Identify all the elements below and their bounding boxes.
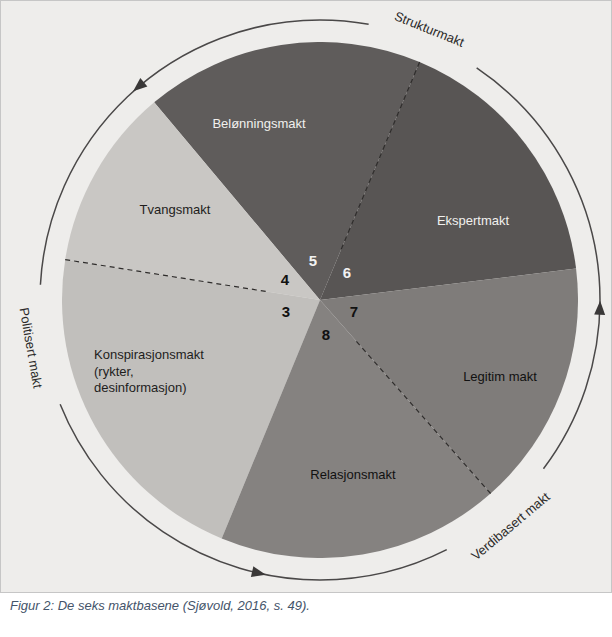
figure-caption: Figur 2: De seks maktbasene (Sjøvold, 20… (10, 598, 310, 615)
label-holder: 5 (309, 251, 317, 271)
callout-number: 3 (282, 302, 290, 322)
sector-fill (222, 300, 491, 558)
label-holder: 6 (343, 263, 351, 283)
callout-number: 5 (309, 251, 317, 271)
callout-number: 4 (281, 270, 289, 290)
sector-label: Tvangsmakt (140, 202, 211, 219)
callout-number: 7 (350, 302, 358, 322)
sector-label: Legitim makt (463, 369, 537, 386)
label-holder: Politisert makt (15, 306, 46, 389)
sector-text-holder: Konspirasjonsmakt (rykter, desinformasjo… (94, 347, 226, 398)
sector-text-holder: Tvangsmakt (140, 202, 211, 219)
arrowhead (251, 566, 267, 580)
label-holder: 3 (282, 302, 290, 322)
callout-number: 8 (322, 325, 330, 345)
outer-ring (40, 20, 600, 580)
label-holder: Strukturmakt (392, 8, 467, 51)
sector-text-holder: Ekspertmakt (437, 213, 509, 230)
callout-number: 6 (343, 263, 351, 283)
group-label: Strukturmakt (392, 8, 467, 51)
caption-holder: Figur 2: De seks maktbasene (Sjøvold, 20… (10, 598, 310, 615)
sector-label: Relasjonsmakt (310, 467, 395, 484)
arrowhead (130, 78, 148, 95)
group-label: Verdibasert makt (468, 489, 554, 565)
photo-area (1, 1, 612, 593)
label-holder: 4 (281, 270, 289, 290)
sector-text-holder: Belønningsmakt (212, 116, 305, 133)
sector-label: Ekspertmakt (437, 213, 509, 230)
sector-text-holder: Legitim makt (463, 369, 537, 386)
arrowhead (594, 301, 605, 315)
sector-label: Konspirasjonsmakt (rykter, desinformasjo… (94, 347, 226, 398)
sector-text-holder: Relasjonsmakt (310, 467, 395, 484)
label-holder: Verdibasert makt (468, 489, 554, 565)
dashed-divider (341, 62, 419, 249)
dashed-divider (65, 260, 266, 292)
dashed-divider (356, 341, 490, 493)
group-label: Politisert makt (15, 306, 46, 389)
label-holder: 7 (350, 302, 358, 322)
pie-sector: Relasjonsmakt (62, 42, 578, 558)
dashed-dividers (65, 62, 490, 494)
sector-label: Belønningsmakt (212, 116, 305, 133)
sector-fill (320, 62, 576, 300)
label-holder: 8 (322, 325, 330, 345)
ring-arrowheads (130, 78, 606, 580)
